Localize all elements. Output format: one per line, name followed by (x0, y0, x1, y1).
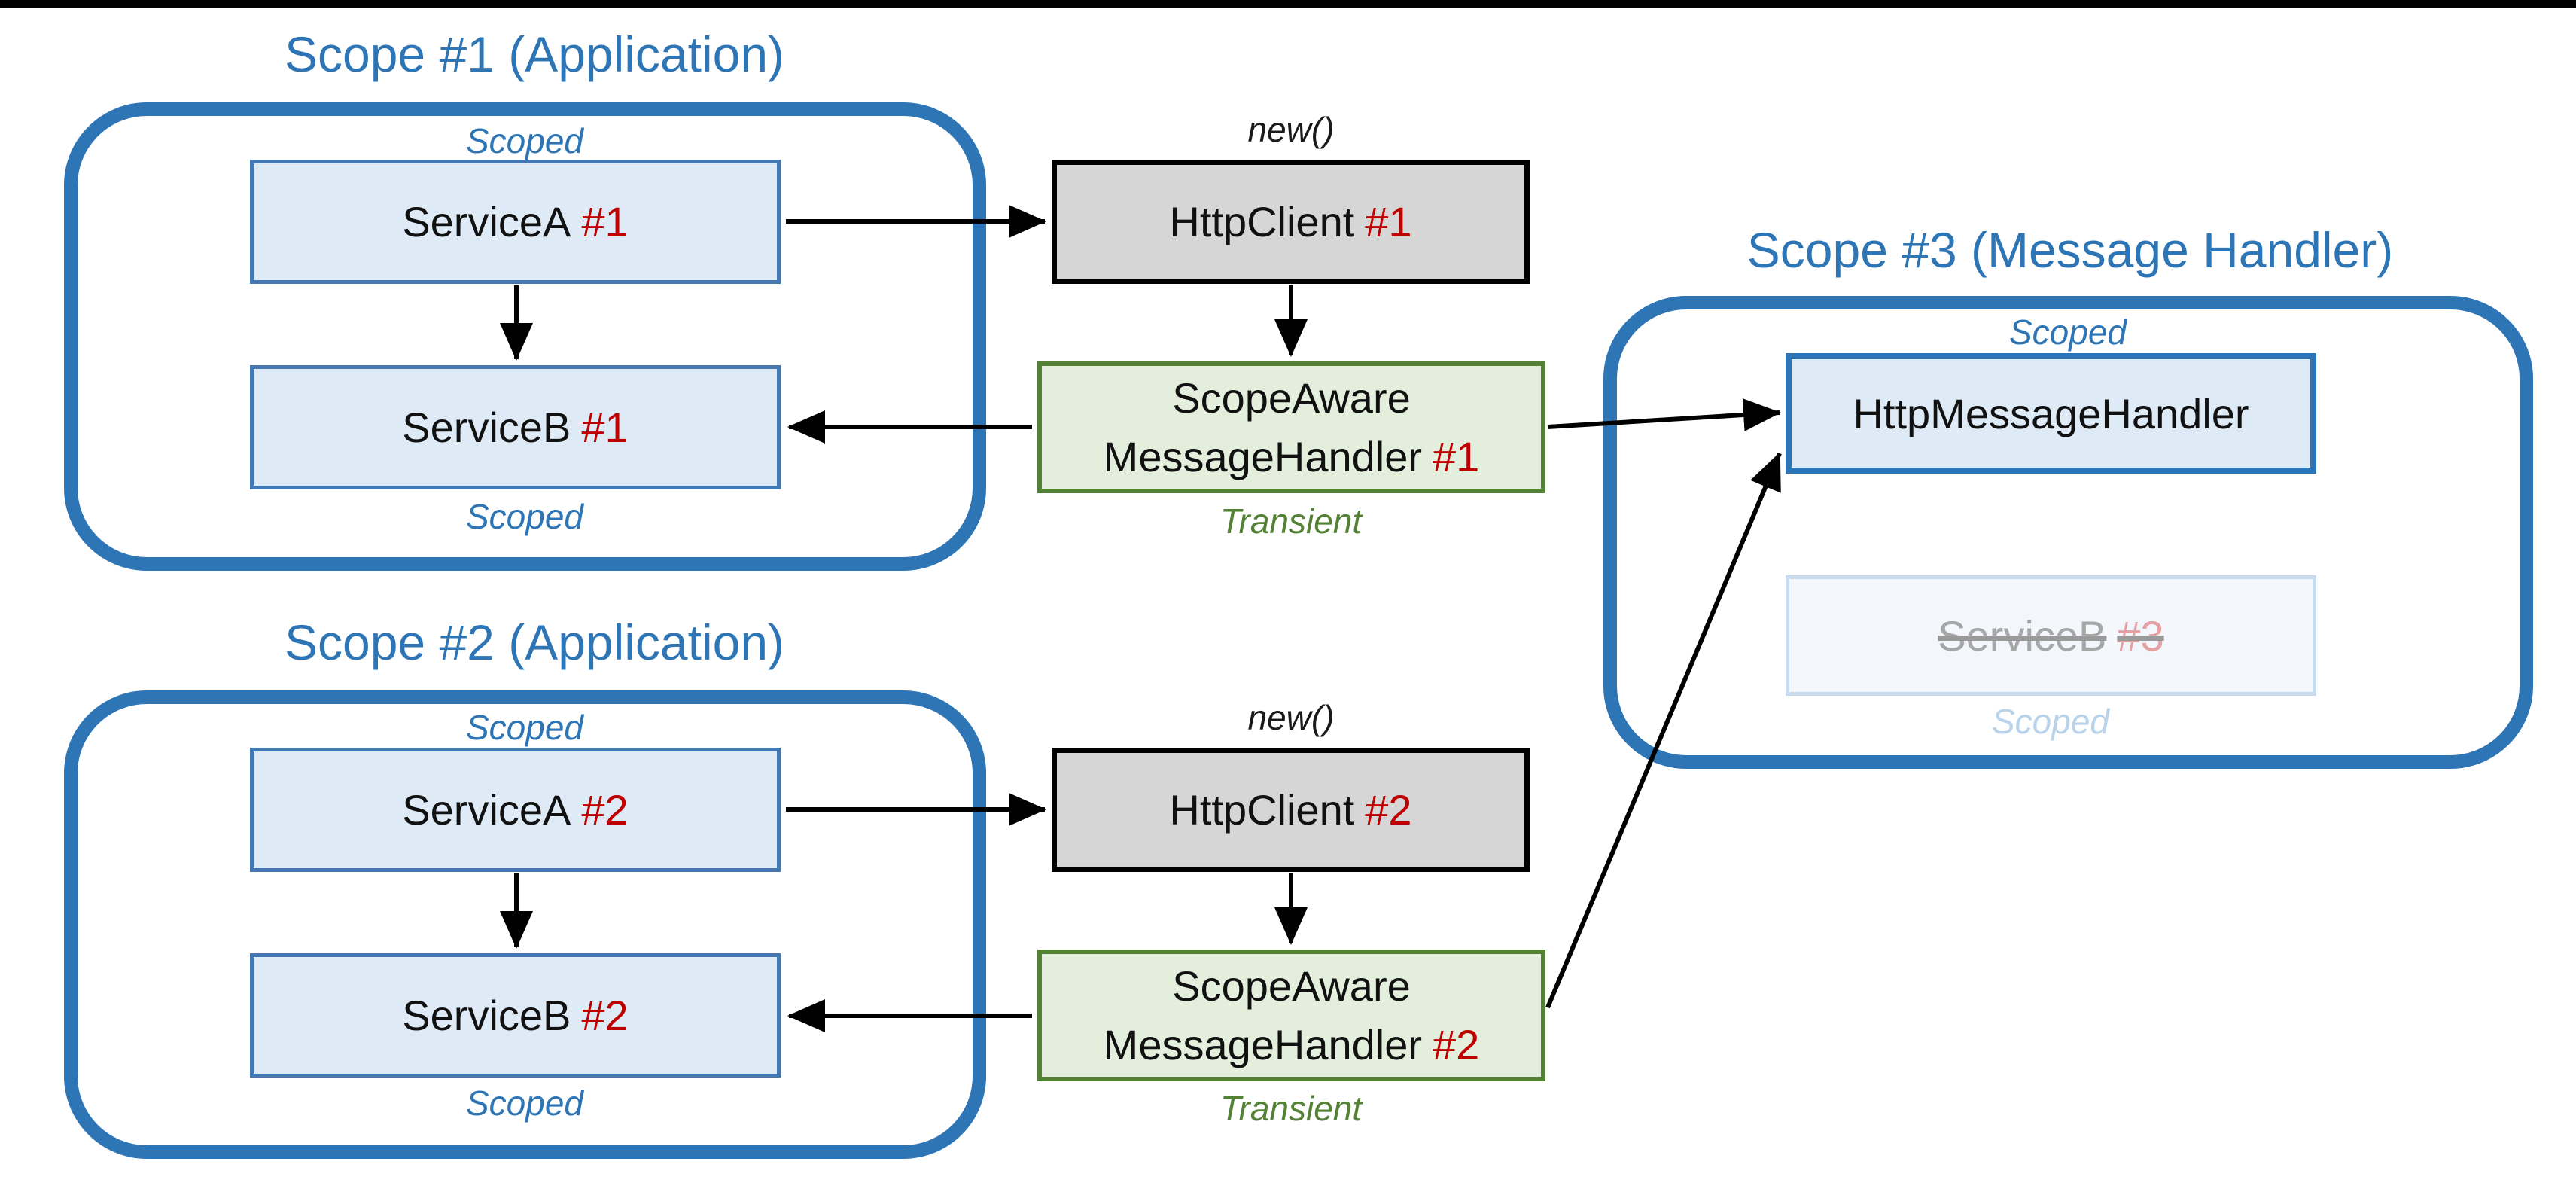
node-http-client-2: HttpClient #2 (1052, 748, 1530, 872)
node-scope-aware-handler-1: ScopeAware MessageHandler#1 (1037, 361, 1545, 493)
service-b-2-instance: #2 (581, 992, 629, 1039)
pipeline2-new-label: new() (1247, 698, 1335, 737)
pipeline1-new-label: new() (1247, 110, 1335, 149)
scope2-scoped-top-label: Scoped (465, 708, 584, 747)
http-message-handler-name: HttpMessageHandler (1853, 389, 2249, 437)
node-service-a-1: ServiceA #1 (250, 160, 781, 284)
node-service-b-2: ServiceB #2 (250, 953, 781, 1078)
node-http-client-1: HttpClient #1 (1052, 160, 1530, 284)
service-a-1-instance: #1 (581, 198, 629, 245)
scope2-scoped-bottom-label: Scoped (465, 1084, 584, 1123)
service-b-3-instance: #3 (2117, 611, 2164, 660)
scope-aware-handler-2-line1: ScopeAware (1172, 962, 1411, 1010)
service-b-1-instance: #1 (581, 404, 629, 451)
scope-aware-handler-1-instance: #1 (1433, 432, 1480, 480)
http-client-1-name: HttpClient (1169, 198, 1355, 245)
scope3-scoped-top-label: Scoped (2008, 312, 2127, 352)
node-service-a-2: ServiceA #2 (250, 748, 781, 872)
http-client-2-instance: #2 (1365, 786, 1412, 834)
scope-aware-handler-1-line2: MessageHandler#1 (1103, 432, 1480, 480)
scope2-title: Scope #2 (Application) (284, 614, 785, 670)
service-b-2-name: ServiceB (402, 992, 571, 1039)
pipeline2-transient-label: Transient (1219, 1089, 1363, 1128)
service-b-3-label: ServiceB#3 (1938, 611, 2164, 660)
scope1-scoped-top-label: Scoped (465, 121, 584, 160)
scope-aware-handler-2-line2: MessageHandler#2 (1103, 1020, 1480, 1068)
scope-aware-handler-2-instance: #2 (1433, 1020, 1480, 1068)
scope1-scoped-bottom-label: Scoped (465, 497, 584, 536)
scope1-title: Scope #1 (Application) (284, 26, 785, 82)
service-a-2-name: ServiceA (402, 786, 571, 834)
node-http-message-handler: HttpMessageHandler (1786, 353, 2316, 474)
top-black-bar (0, 0, 2576, 8)
service-a-1-name: ServiceA (402, 198, 571, 245)
scope3-scoped-faded-label: Scoped (1991, 702, 2110, 741)
http-client-1-instance: #1 (1365, 198, 1412, 245)
pipeline1-transient-label: Transient (1219, 501, 1363, 541)
node-service-b-1: ServiceB #1 (250, 365, 781, 489)
scope3-title: Scope #3 (Message Handler) (1746, 222, 2394, 278)
scope-aware-handler-1-line1: ScopeAware (1172, 374, 1411, 422)
http-client-2-name: HttpClient (1169, 786, 1355, 834)
service-a-2-instance: #2 (581, 786, 629, 834)
node-scope-aware-handler-2: ScopeAware MessageHandler#2 (1037, 950, 1545, 1081)
service-b-1-name: ServiceB (402, 404, 571, 451)
scope2-frame (64, 690, 986, 1159)
node-service-b-3-disposed: ServiceB#3 (1786, 575, 2316, 696)
